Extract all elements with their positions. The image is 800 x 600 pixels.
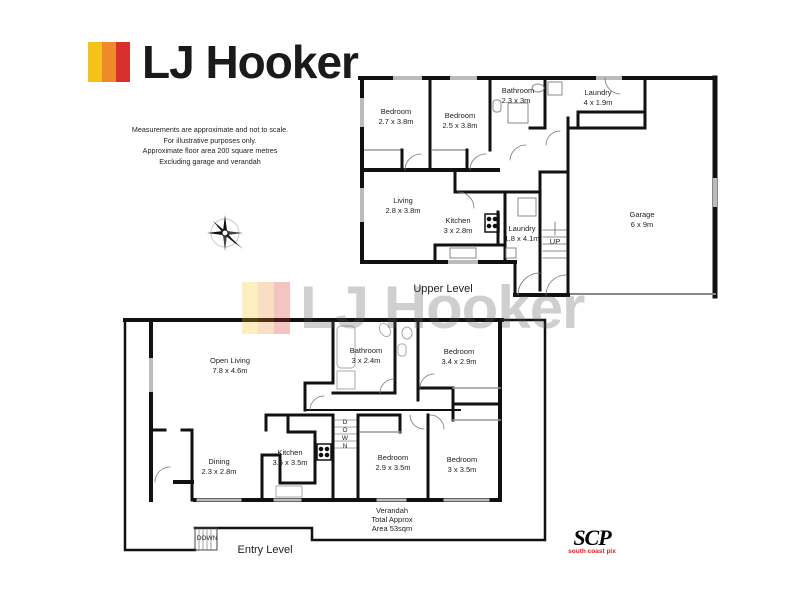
note-line: Measurements are approximate and not to … [131,125,289,134]
room-name: Laundry [508,224,535,233]
room-name: Garage [629,210,654,219]
room-name: Living [393,196,413,205]
room-size: 6 x 9m [631,220,654,229]
room-name: Bathroom [350,346,383,355]
logo-text: LJ Hooker [142,36,359,88]
room-size: 2.8 x 3.8m [385,206,420,215]
room-name: Kitchen [277,448,302,457]
room-name: Bedroom [444,347,474,356]
upper-level-plan [358,75,718,299]
room-name: Laundry [584,88,611,97]
entry-room-labels: Open Living 7.8 x 4.6m Bathroom 3 x 2.4m… [197,346,478,556]
verandah-label: Area 53sqm [372,524,412,533]
stairs-down-letter: N [343,443,348,450]
room-name: Dining [208,457,229,466]
verandah-label: Total Approx [371,515,413,524]
upper-level-title: Upper Level [413,283,472,295]
upper-room-labels: Bedroom 2.7 x 3.8m Bedroom 2.5 x 3.8m Ba… [378,86,654,295]
note-line: Approximate floor area 200 square metres [142,146,278,155]
room-name: Bathroom [502,86,535,95]
room-size: 3.4 x 2.9m [441,357,476,366]
scp-subtitle: south coast pix [568,548,616,555]
stairs-up-label: UP [550,237,560,246]
stairs-down-letter: W [342,435,349,442]
room-size: 3 x 3.5m [448,465,477,474]
entry-stairs-down-label: DOWN [197,535,218,542]
room-name: Bedroom [378,453,408,462]
room-name: Bedroom [381,107,411,116]
scp-mark: SCP [573,525,611,550]
lj-hooker-logo: LJ Hooker [88,36,359,88]
south-coast-pix-logo: SCP south coast pix [560,525,624,556]
room-size: 2.3 x 2.8m [201,467,236,476]
compass-rose-icon [207,215,243,251]
logo-bar-orange [102,42,116,82]
room-size: 2.9 x 3.5m [375,463,410,472]
entry-level-plan [123,318,547,552]
room-name: Bedroom [445,111,475,120]
room-name: Open Living [210,356,250,365]
room-size: 4 x 1.9m [584,98,613,107]
room-size: 7.8 x 4.6m [212,366,247,375]
room-size: 3 x 2.4m [352,356,381,365]
room-size: 2.3 x 3m [502,96,531,105]
entry-level-title: Entry Level [237,544,292,556]
measurement-notes: Measurements are approximate and not to … [110,125,310,167]
note-line: Excluding garage and verandah [159,156,261,166]
verandah-label: Verandah [376,506,408,515]
logo-bar-red [116,42,130,82]
room-size: 3 x 2.8m [444,226,473,235]
logo-bar-yellow [88,42,102,82]
room-size: 3.6 x 3.5m [272,458,307,467]
room-size: 2.5 x 3.8m [442,121,477,130]
room-name: Bedroom [447,455,477,464]
room-size: 1.8 x 4.1m [504,234,539,243]
stairs-down-letter: D [343,419,348,426]
room-size: 2.7 x 3.8m [378,117,413,126]
stairs-down-letter: O [342,427,347,434]
room-name: Kitchen [445,216,470,225]
note-line: For illustrative purposes only. [163,135,257,145]
